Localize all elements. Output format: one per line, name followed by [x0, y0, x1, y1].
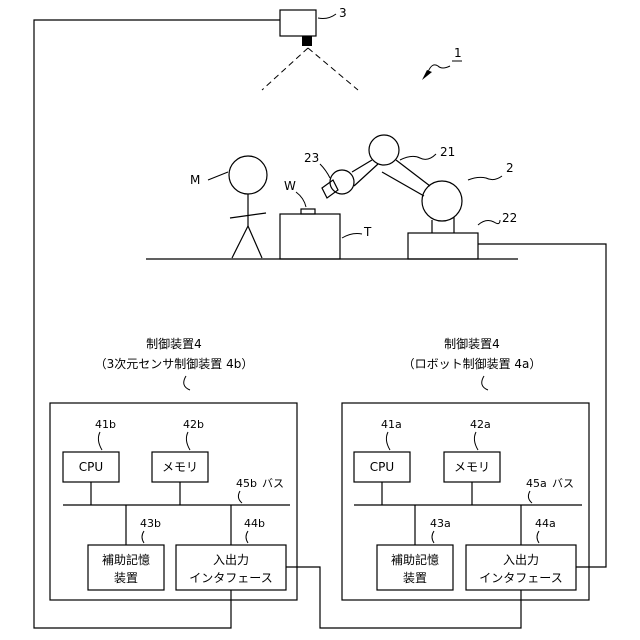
right-io-line1: 入出力 — [503, 553, 539, 567]
right-cpu-ref: 41a — [381, 418, 402, 431]
left-io-leader — [246, 531, 248, 543]
left-cpu-leader — [98, 432, 102, 450]
arm-leader — [400, 154, 436, 160]
right-device-subtitle: （ロボット制御装置 4a） — [403, 356, 542, 371]
right-bus-ref: 45a — [526, 477, 547, 490]
tool-leader — [320, 164, 330, 178]
right-aux-line1: 補助記憶 — [391, 552, 439, 567]
left-memory-ref: 42b — [183, 418, 204, 431]
right-io-line2: インタフェース — [479, 571, 562, 585]
robot-base — [408, 233, 478, 259]
human-figure — [229, 156, 267, 258]
robot-leader — [468, 176, 502, 180]
right-bus-leader — [528, 491, 532, 503]
right-aux-leader — [432, 531, 434, 543]
left-aux-ref: 43b — [140, 517, 161, 530]
table-label: T — [363, 225, 372, 239]
left-bus-ref: 45b — [236, 477, 257, 490]
left-aux-line2: 装置 — [114, 571, 138, 585]
left-device-title: 制御装置4 — [146, 336, 202, 351]
right-memory-text: メモリ — [454, 460, 490, 474]
workpiece — [301, 209, 315, 214]
left-aux-line1: 補助記憶 — [102, 552, 150, 567]
work-table — [280, 214, 340, 259]
left-memory-text: メモリ — [162, 460, 198, 474]
base-leader — [478, 220, 500, 225]
left-device-leader — [184, 376, 190, 390]
human-label: M — [190, 173, 200, 187]
left-io-line2: インタフェース — [189, 571, 272, 585]
left-bus-label: バス — [262, 477, 284, 490]
system-arrowhead — [422, 70, 432, 80]
right-aux-ref: 43a — [430, 517, 451, 530]
right-cpu-leader — [386, 432, 390, 450]
robot-label: 2 — [506, 161, 514, 175]
human-leader — [208, 172, 228, 180]
system-label: 1 — [454, 46, 462, 60]
left-aux-leader — [142, 531, 144, 543]
camera-sensor — [262, 10, 358, 90]
robot-tool — [322, 180, 338, 198]
left-memory-leader — [186, 432, 190, 450]
arm-label: 21 — [440, 145, 455, 159]
right-device-title: 制御装置4 — [444, 336, 500, 351]
workpiece-leader — [296, 192, 306, 207]
left-io-ref: 44b — [244, 517, 265, 530]
tool-label: 23 — [304, 151, 319, 165]
camera-to-left-io-wire — [34, 20, 280, 628]
right-aux-line2: 装置 — [403, 571, 427, 585]
left-device-subtitle: （3次元センサ制御装置 4b） — [95, 356, 254, 371]
right-control-device: CPU 41a メモリ 42a 45a バス 補助記憶 装置 43a 入出力 イ… — [342, 403, 589, 600]
right-memory-ref: 42a — [470, 418, 491, 431]
right-device-leader — [482, 376, 488, 390]
right-io-leader — [537, 531, 539, 543]
left-cpu-text: CPU — [79, 460, 103, 474]
table-leader — [342, 234, 362, 239]
right-io-ref: 44a — [535, 517, 556, 530]
left-io-line1: 入出力 — [213, 553, 249, 567]
right-bus-label: バス — [552, 477, 574, 490]
left-control-device: CPU 41b メモリ 42b 45b バス 補助記憶 装置 43b 入出力 イ… — [50, 403, 297, 600]
workpiece-label: W — [284, 179, 296, 193]
system-arrow-squiggle — [428, 65, 450, 72]
camera-label: 3 — [339, 6, 347, 20]
left-cpu-ref: 41b — [95, 418, 116, 431]
robot-elbow-joint — [369, 135, 399, 165]
right-memory-leader — [474, 432, 478, 450]
left-bus-leader — [238, 491, 242, 503]
camera-leader — [318, 14, 336, 19]
robot-shoulder-joint — [422, 181, 462, 221]
right-cpu-text: CPU — [370, 460, 394, 474]
base-label: 22 — [502, 211, 517, 225]
